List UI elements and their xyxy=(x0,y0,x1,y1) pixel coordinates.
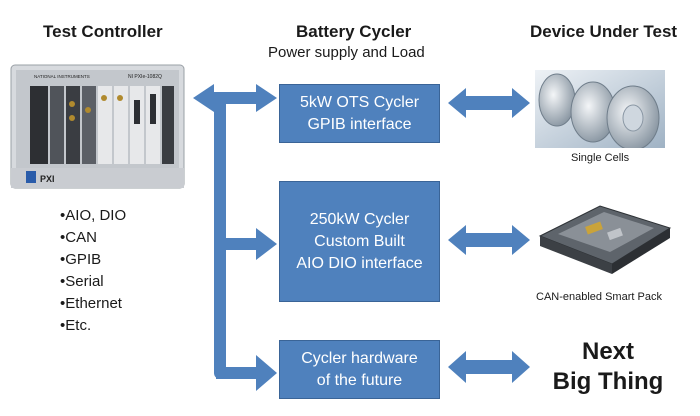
smart-pack-caption: CAN-enabled Smart Pack xyxy=(536,291,662,303)
interface-item: Ethernet xyxy=(60,293,126,315)
cycler-box-line: 5kW OTS Cycler xyxy=(299,93,420,111)
next-big-thing-label: Next Big Thing xyxy=(548,337,668,397)
cycler-box-line: GPIB interface xyxy=(307,115,412,133)
cycler-box-line: of the future xyxy=(316,371,403,389)
next-big-thing-line: Big Thing xyxy=(552,368,664,395)
cycler-box-line: Custom Built xyxy=(314,232,405,250)
arrow-to-future-cycler xyxy=(216,355,277,391)
cycler-box-ots: 5kW OTS Cycler GPIB interface xyxy=(279,84,440,143)
header-battery-cycler-subtitle: Power supply and Load xyxy=(268,44,425,61)
cycler-box-future: Cycler hardware of the future xyxy=(279,340,440,399)
cycler-box-line: 250kW Cycler xyxy=(309,210,410,228)
arrow-250kw-to-pack xyxy=(448,225,530,255)
pxi-chassis-image: NATIONAL INSTRUMENTS NI PXIe-1082Q PXI xyxy=(10,64,185,189)
cycler-box-line: Cycler hardware xyxy=(301,349,418,367)
pxi-brand-label: NATIONAL INSTRUMENTS xyxy=(34,74,90,79)
cycler-box-line: AIO DIO interface xyxy=(296,254,423,272)
interface-item: Serial xyxy=(60,271,126,293)
interface-item: Etc. xyxy=(60,315,126,337)
single-cells-image xyxy=(535,70,665,148)
header-battery-cycler: Battery Cycler xyxy=(296,22,412,41)
controller-interface-list: AIO, DIO CAN GPIB Serial Ethernet Etc. xyxy=(60,205,126,337)
interface-item: CAN xyxy=(60,227,126,249)
pxi-model-label: NI PXIe-1082Q xyxy=(128,74,162,80)
smart-pack-image xyxy=(538,205,672,274)
header-device-under-test: Device Under Test xyxy=(530,22,678,41)
interface-item: AIO, DIO xyxy=(60,205,126,227)
arrow-to-250kw-cycler xyxy=(226,228,277,260)
arrow-ots-to-cells xyxy=(448,88,530,118)
header-test-controller: Test Controller xyxy=(43,22,163,41)
arrow-controller-to-ots-cycler xyxy=(193,84,277,112)
cycler-box-250kw: 250kW Cycler Custom Built AIO DIO interf… xyxy=(279,181,440,302)
arrow-future-to-next xyxy=(448,351,530,383)
arrow-trunk xyxy=(214,99,226,367)
pxi-chassis-label: PXI xyxy=(40,174,55,184)
next-big-thing-line: Next xyxy=(581,338,635,365)
single-cells-caption: Single Cells xyxy=(571,152,630,164)
interface-item: GPIB xyxy=(60,249,126,271)
